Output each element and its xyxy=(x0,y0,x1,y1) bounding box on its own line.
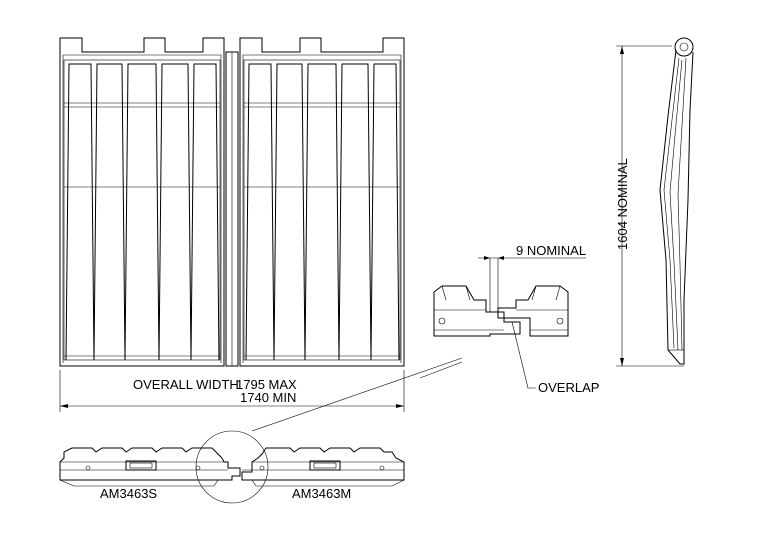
overall-width-label: OVERALL WIDTH xyxy=(133,377,239,392)
part-left-label: AM3463S xyxy=(100,486,157,501)
front-view-left-panel xyxy=(59,37,225,367)
width-max-label: 1795 MAX xyxy=(236,377,297,392)
overall-width-dimension xyxy=(59,370,405,412)
plan-view xyxy=(59,447,405,487)
height-dimension-label: 1604 NOMINAL xyxy=(615,158,630,250)
width-min-label: 1740 MIN xyxy=(240,390,296,405)
front-view-right-panel xyxy=(239,37,405,367)
panel-divider xyxy=(225,51,239,367)
part-right-label: AM3463M xyxy=(292,486,351,501)
overlap-detail xyxy=(433,256,586,389)
overlap-dimension-label: 9 NOMINAL xyxy=(516,243,586,258)
left-panel-bars xyxy=(64,63,220,361)
side-view xyxy=(616,37,694,367)
detail-leader xyxy=(251,357,463,432)
right-panel-bars xyxy=(244,63,400,361)
detail-circle xyxy=(195,430,269,504)
overlap-label: OVERLAP xyxy=(538,380,599,395)
